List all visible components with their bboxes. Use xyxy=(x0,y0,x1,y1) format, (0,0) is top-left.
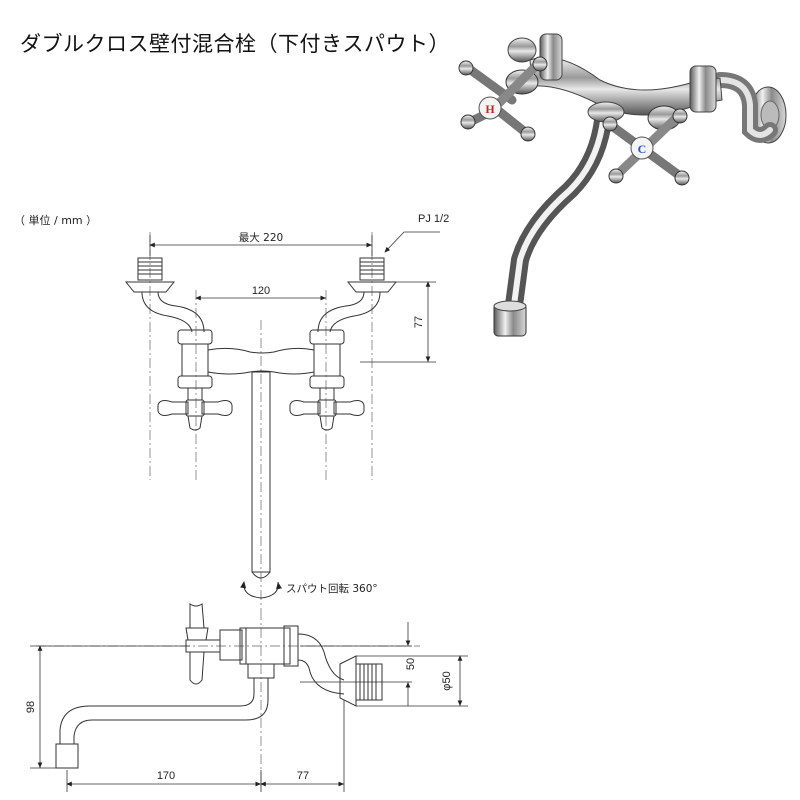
product-photo: H C xyxy=(458,33,787,337)
thread-label: PJ 1/2 xyxy=(418,213,449,225)
side-dimensions xyxy=(30,622,468,792)
front-view-drawing xyxy=(124,232,398,610)
wall-depth-label: 77 xyxy=(297,770,309,782)
front-dimensions xyxy=(149,231,440,363)
center-distance-label: 120 xyxy=(252,285,270,297)
height-top-label: 77 xyxy=(413,316,425,328)
cold-mark: C xyxy=(638,142,647,156)
spout-rotation-label: スパウト回転 360° xyxy=(286,583,378,595)
unit-note: （ 単位 / mm ） xyxy=(14,214,98,227)
rotation-arrow-icon xyxy=(240,581,282,599)
max-width-label: 最大 220 xyxy=(239,231,283,244)
cold-handle-icon: C xyxy=(602,105,690,186)
page-title: ダブルクロス壁付混合栓（下付きスパウト） xyxy=(20,32,450,56)
spout-reach-label: 170 xyxy=(157,770,175,782)
overall-height-label: 98 xyxy=(25,701,37,713)
flange-diameter-label: φ50 xyxy=(441,671,453,690)
side-height-label: 50 xyxy=(405,658,417,670)
hot-mark: H xyxy=(485,102,495,116)
side-view-drawing xyxy=(36,603,420,790)
hot-handle-icon: H xyxy=(458,56,548,142)
